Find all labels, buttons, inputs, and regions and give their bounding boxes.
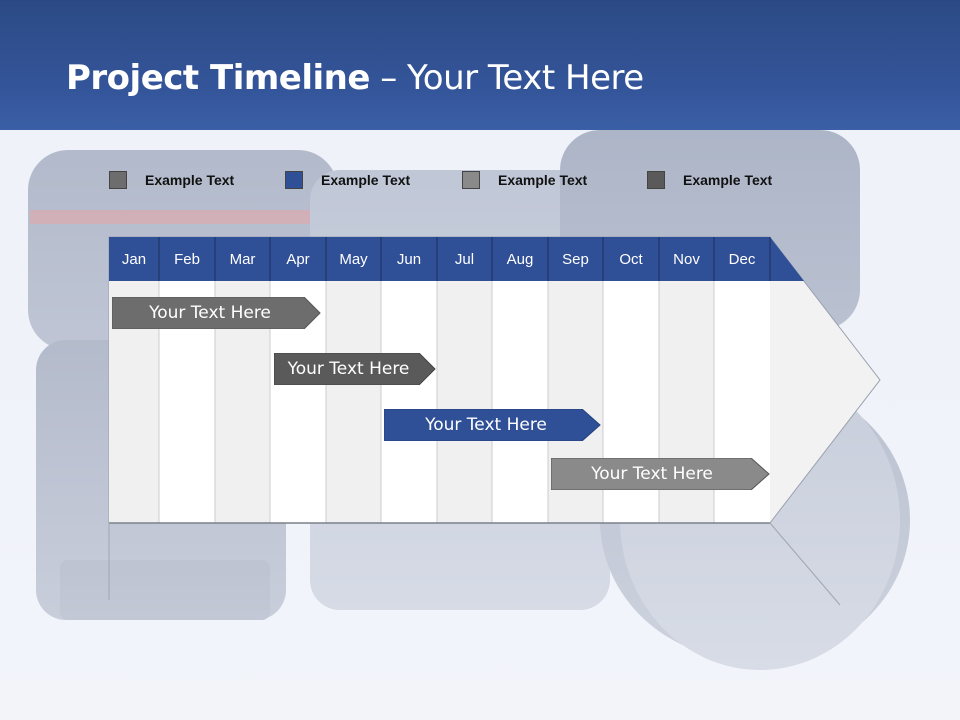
month-header-band xyxy=(109,237,804,281)
task-bar: Your Text Here xyxy=(274,353,437,385)
legend-swatch xyxy=(109,171,127,189)
task-label: Your Text Here xyxy=(425,415,547,435)
month-label: Mar xyxy=(229,250,256,268)
task-arrow-shape xyxy=(384,409,601,441)
legend-item: Example Text xyxy=(109,170,234,190)
month-label: Oct xyxy=(619,250,643,268)
month-label: Apr xyxy=(286,250,310,268)
month-column xyxy=(381,281,437,523)
title-rest: – Your Text Here xyxy=(369,58,644,98)
legend-label: Example Text xyxy=(683,172,773,188)
legend-swatch xyxy=(462,171,480,189)
task-bar: Your Text Here xyxy=(112,297,322,329)
header-band xyxy=(0,0,960,130)
month-label: Sep xyxy=(562,250,589,268)
legend-label: Example Text xyxy=(321,172,411,188)
month-label: Dec xyxy=(728,250,756,268)
legend-item: Example Text xyxy=(462,170,587,190)
task-bar: Your Text Here xyxy=(551,458,771,490)
task-arrow-shape xyxy=(112,297,321,329)
legend-label: Example Text xyxy=(498,172,588,188)
legend-swatch xyxy=(647,171,665,189)
task-label: Your Text Here xyxy=(149,303,271,323)
month-column xyxy=(437,281,492,523)
month-label: Jul xyxy=(454,250,475,268)
task-arrow-shape xyxy=(274,353,436,385)
legend-swatch xyxy=(285,171,303,189)
month-label: Aug xyxy=(506,250,534,268)
month-label: Feb xyxy=(174,250,200,268)
month-label: Jun xyxy=(396,250,422,268)
legend-label: Example Text xyxy=(145,172,235,188)
month-column xyxy=(492,281,548,523)
legend-item: Example Text xyxy=(647,170,772,190)
task-label: Your Text Here xyxy=(591,464,713,484)
title-bold: Project Timeline xyxy=(66,58,370,98)
month-label: May xyxy=(339,250,368,268)
month-column xyxy=(326,281,381,523)
month-label: Nov xyxy=(673,250,700,268)
timeline-tail-line xyxy=(769,522,841,606)
month-label: Jan xyxy=(121,250,147,268)
task-bar: Your Text Here xyxy=(384,409,602,441)
task-arrow-shape xyxy=(551,458,770,490)
page-title: Project Timeline – Your Text Here xyxy=(66,58,644,98)
task-label: Your Text Here xyxy=(287,359,410,379)
legend-item: Example Text xyxy=(285,170,410,190)
